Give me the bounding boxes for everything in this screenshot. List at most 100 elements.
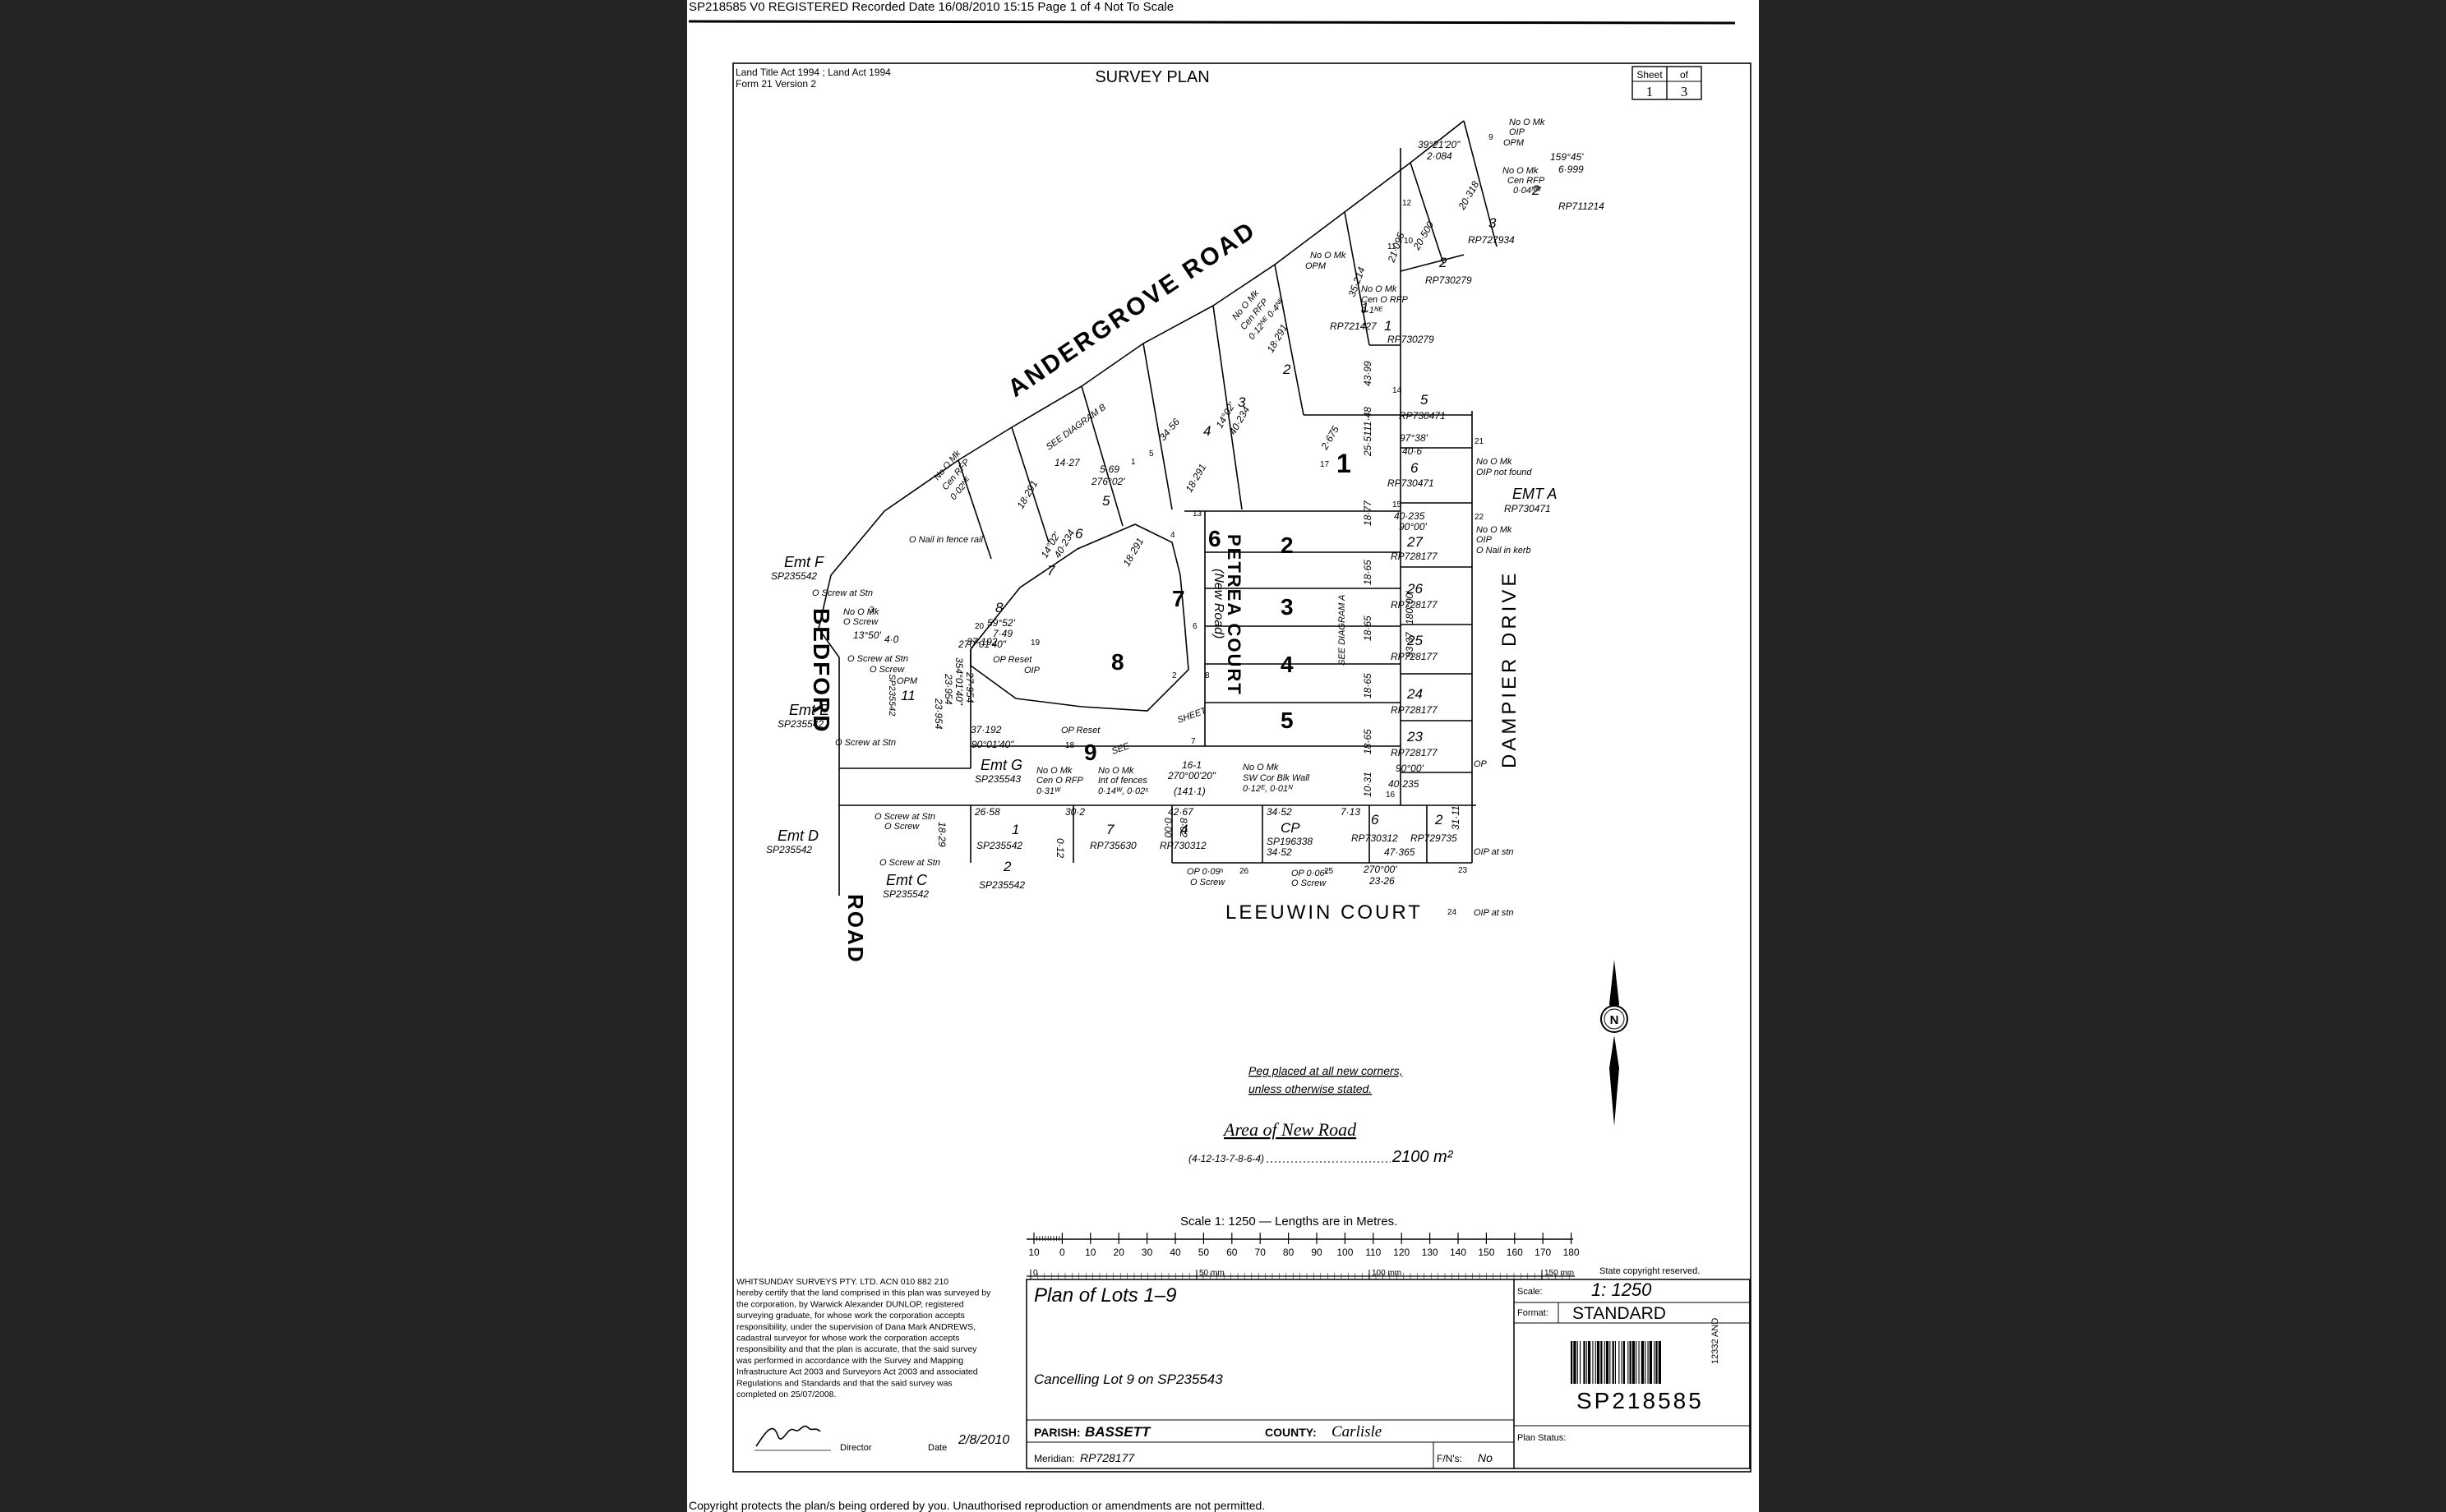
- adj-1b-ref: RP730279: [1387, 334, 1434, 345]
- barcode-bar: [1604, 1341, 1605, 1384]
- plan-number: SP218585: [1576, 1388, 1704, 1413]
- scale-tick-label: 140: [1450, 1247, 1466, 1258]
- note-38: O Screw at Stn: [879, 858, 940, 868]
- stn-3: 3: [870, 606, 875, 615]
- new-road-text: (New Road): [1211, 569, 1225, 638]
- stn-18: 18: [1065, 741, 1075, 750]
- plan-status-label: Plan Status:: [1517, 1433, 1566, 1443]
- adj-11: 11: [901, 688, 916, 703]
- sheet-box: Sheet of 1 3: [1631, 66, 1702, 100]
- note-41: OP 0·06ˢ: [1291, 869, 1328, 878]
- note-10: Cen O RFP: [1361, 295, 1409, 305]
- lot-3-label: 3: [1281, 594, 1294, 620]
- note-16: O Nail in kerb: [1476, 546, 1531, 555]
- dim-14: 90°00': [1396, 763, 1424, 774]
- plan-annotations: ANDERGROVE ROAD BEDFORD ROAD PETREA COUR…: [736, 118, 1751, 1469]
- stn-11: 11: [1387, 242, 1396, 251]
- adj-2b-ref: RP730279: [1425, 274, 1472, 286]
- dim-40: 20·318: [1456, 179, 1481, 213]
- south-cp: CP: [1281, 820, 1300, 836]
- stn-15: 15: [1392, 500, 1402, 509]
- adjoining-parcels: 2 RP711214 3 RP727934 2 RP730279 1 RP721…: [887, 182, 1604, 891]
- adj-26: 26: [1406, 581, 1423, 597]
- dim-1: 26·58: [974, 806, 1000, 818]
- scale-tick-label: 10: [1028, 1247, 1040, 1258]
- scale-tick-label: 170: [1535, 1247, 1551, 1258]
- note-2: OIP: [1509, 127, 1525, 137]
- dim-3: 42·67: [1168, 806, 1194, 818]
- barcode-bar: [1571, 1341, 1573, 1384]
- fn-label: F/N's:: [1437, 1453, 1462, 1464]
- dim-26: 11·48: [1362, 407, 1373, 431]
- road-text: ROAD: [843, 894, 868, 964]
- adj-1b: 1: [1384, 318, 1391, 334]
- emt-a-ref: RP730471: [1504, 503, 1551, 514]
- dim-41: 20·500: [1410, 219, 1436, 253]
- south-4-ref: RP730312: [1160, 840, 1207, 851]
- scale-tick-label: 100: [1336, 1247, 1353, 1258]
- dim-43: 59°52': [987, 617, 1015, 629]
- scale-tick-label: 90: [1311, 1247, 1322, 1258]
- dim-16: 40·6: [1402, 445, 1422, 457]
- dim-23: 18·65: [1362, 729, 1373, 754]
- peg-note-2: unless otherwise stated.: [1248, 1082, 1372, 1095]
- stn-24: 24: [1447, 908, 1457, 917]
- note-40: O Screw: [1190, 878, 1225, 887]
- dim-39: 6·999: [1558, 164, 1584, 175]
- certificate-line: the corporation, by Warwick Alexander DU…: [736, 1299, 964, 1309]
- stn-21: 21: [1475, 437, 1484, 446]
- scale-tick-label: 130: [1422, 1247, 1438, 1258]
- dim-10: 270°00'20": [1167, 770, 1216, 781]
- note-50: SHEET: [1176, 706, 1209, 726]
- note-35: 0·12ᴱ, 0·01ᴺ: [1243, 784, 1293, 794]
- plan-title: SURVEY PLAN: [1095, 68, 1209, 86]
- header-rule: [688, 20, 1736, 25]
- certificate-line: was performed in accordance with the Sur…: [736, 1356, 963, 1366]
- barcode-bar: [1583, 1341, 1585, 1384]
- dim-17: 40·235: [1394, 510, 1425, 522]
- adj-2: 2: [1531, 182, 1540, 198]
- stn-10: 10: [1404, 237, 1414, 246]
- certificate-line: surveying graduate, for whose work the c…: [736, 1311, 965, 1321]
- dim-11: (141·1): [1174, 786, 1206, 797]
- sheet-total: 3: [1681, 84, 1688, 99]
- stn-17: 17: [1320, 460, 1330, 469]
- copyright-note: State copyright reserved.: [1599, 1266, 1700, 1276]
- scale-tick-label: 30: [1142, 1247, 1153, 1258]
- certificate-line: Regulations and Standards and that the s…: [736, 1378, 953, 1388]
- stn-1: 1: [1131, 458, 1136, 467]
- certificate-line: completed on 25/07/2008.: [736, 1390, 836, 1399]
- dim-7: 37·192: [971, 724, 1002, 735]
- note-42: O Screw: [1291, 878, 1327, 888]
- meridian-value: RP728177: [1080, 1451, 1135, 1464]
- barcode-bar: [1654, 1341, 1655, 1384]
- stn-23: 23: [1458, 866, 1468, 875]
- dim-35: 31·11: [1450, 805, 1461, 830]
- adj-24: 24: [1406, 686, 1423, 702]
- dim-44: 7·49: [993, 628, 1013, 639]
- emt-g: Emt G: [981, 757, 1022, 773]
- note-17: O Screw at Stn: [812, 588, 873, 598]
- adj-24-ref: RP728177: [1391, 704, 1438, 716]
- mm-tick-label: 0: [1033, 1269, 1038, 1278]
- south-4: 4: [1180, 822, 1188, 837]
- certificate-line: Infrastructure Act 2003 and Surveyors Ac…: [736, 1367, 978, 1377]
- note-30: No O Mk: [1098, 766, 1134, 776]
- dim-46: 4·0: [884, 634, 899, 645]
- note-28: Cen O RFP: [1036, 776, 1084, 786]
- scale-tick-label: 10: [1085, 1247, 1096, 1258]
- dim-56: 18·291: [1183, 462, 1208, 494]
- note-18: No O Mk: [843, 607, 879, 617]
- scale-tick-label: 180: [1563, 1247, 1580, 1258]
- note-45: OP: [1474, 759, 1488, 769]
- dim-33: 23-26: [1368, 875, 1395, 887]
- note-8: OPM: [1305, 261, 1327, 271]
- barcode-bar: [1600, 1341, 1603, 1384]
- adj-3w: 3: [1238, 394, 1246, 410]
- scale-value: 1: 1250: [1591, 1279, 1652, 1300]
- stn-2: 2: [1172, 671, 1177, 680]
- bedford-text: BEDFORD: [809, 608, 834, 733]
- stn-8: 8: [1205, 671, 1210, 680]
- dim-27: 43·99: [1362, 361, 1373, 386]
